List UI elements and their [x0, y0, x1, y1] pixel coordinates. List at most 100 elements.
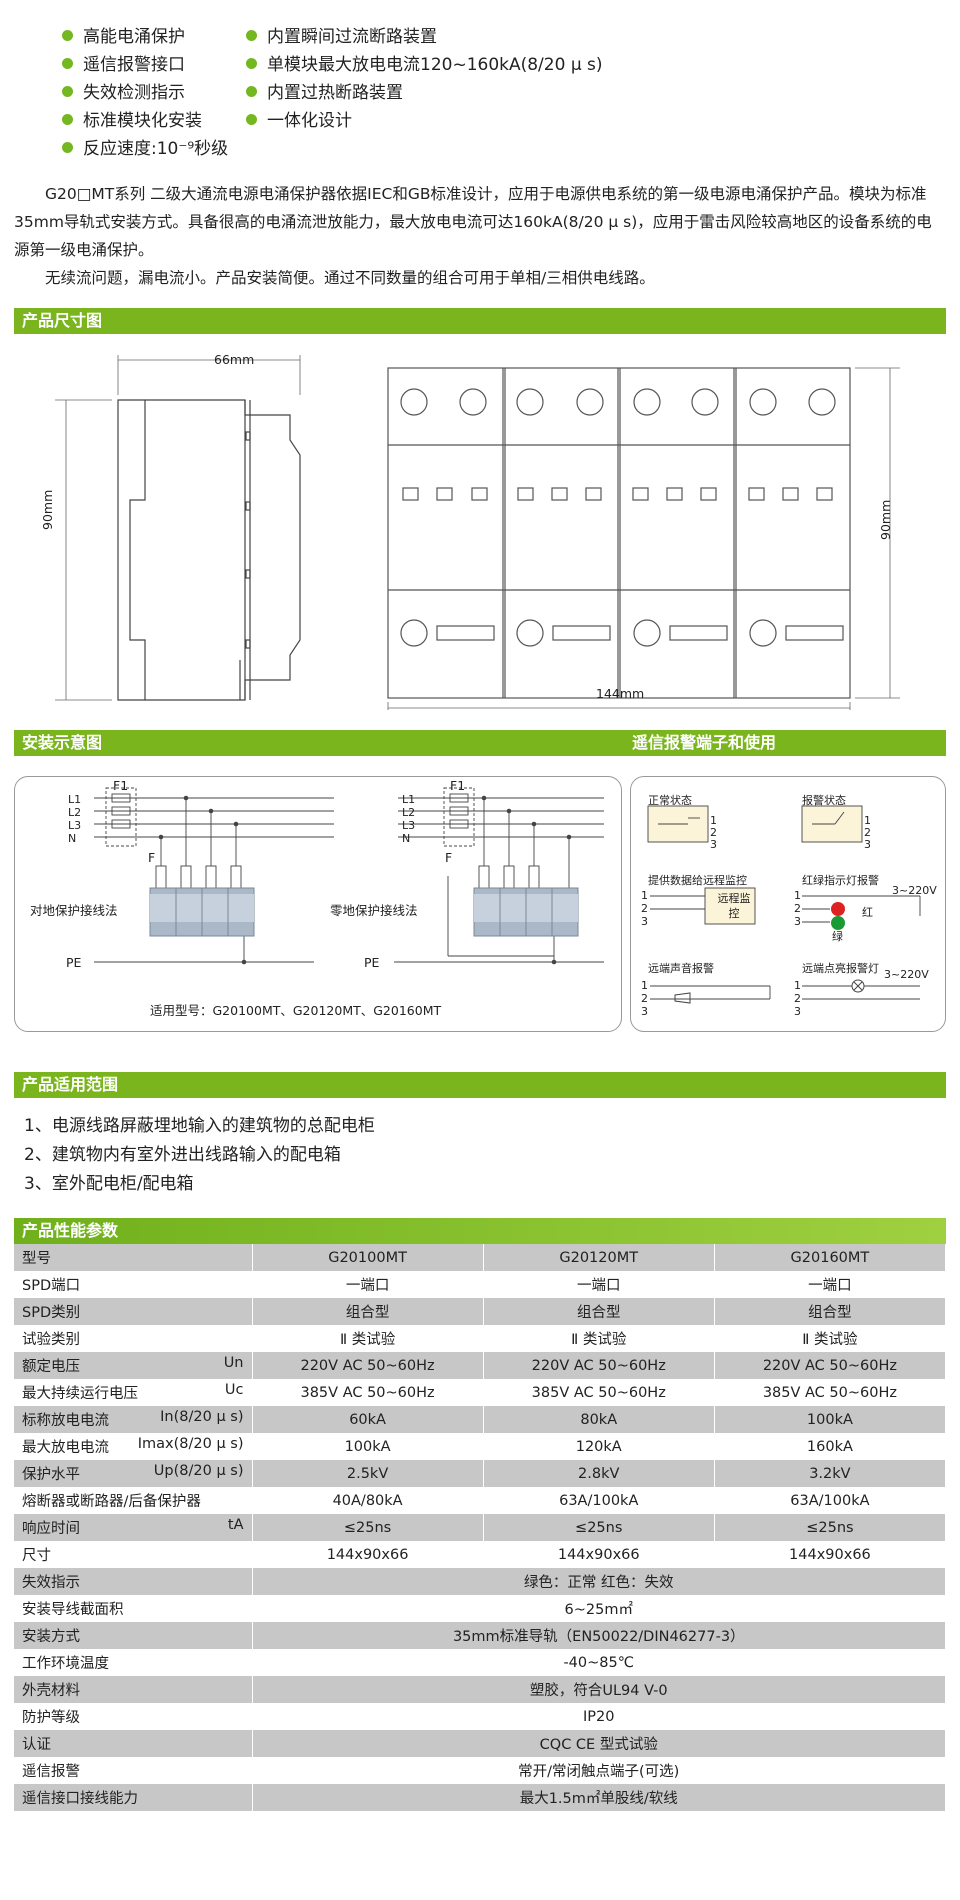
- spec-row: 熔断器或断路器/后备保护器 40A/80kA 63A/100kA 63A/100…: [14, 1487, 947, 1514]
- terminal-3-label: 3: [710, 838, 717, 851]
- spec-row: SPD类别 组合型 组合型 组合型: [14, 1298, 947, 1325]
- feature-item: 高能电涌保护: [62, 22, 185, 47]
- line-l3-label: L3: [68, 819, 82, 832]
- spec-label: SPD端口: [14, 1271, 253, 1298]
- section-header-install: 安装示意图: [14, 730, 624, 756]
- light-alarm-label: 远端点亮报警灯: [802, 962, 879, 975]
- spec-label: 遥信报警: [14, 1757, 253, 1784]
- spec-row: 安装导线截面积 6~25m㎡: [14, 1595, 946, 1622]
- spec-value: 220V AC 50~60Hz: [714, 1352, 947, 1379]
- section-header-dimensions: 产品尺寸图: [14, 308, 946, 334]
- spec-value: 385V AC 50~60Hz: [714, 1379, 947, 1406]
- line-l3-label: L3: [402, 819, 416, 832]
- spec-row: 失效指示 绿色：正常 红色：失效: [14, 1568, 946, 1595]
- terminal-1-label: 1: [641, 979, 648, 992]
- spec-label: 防护等级: [14, 1703, 253, 1730]
- dim-side-height: 90mm: [40, 489, 55, 530]
- bullet-icon: [62, 86, 73, 97]
- data-monitor-label: 提供数据给远程监控: [648, 874, 747, 887]
- spec-value: ≤25ns: [714, 1514, 947, 1541]
- line-n-label: N: [402, 832, 411, 845]
- bullet-icon: [246, 86, 257, 97]
- spec-value: 最大1.5m㎡单股线/软线: [252, 1784, 946, 1811]
- spec-value: ≤25ns: [483, 1514, 715, 1541]
- model-1-header: G20100MT: [252, 1244, 484, 1271]
- lamp-alarm-label: 红绿指示灯报警: [802, 874, 879, 887]
- spec-row: 遥信报警 常开/常闭触点端子(可选): [14, 1757, 946, 1784]
- spec-value: 385V AC 50~60Hz: [252, 1379, 484, 1406]
- feature-text: 失效检测指示: [83, 83, 185, 103]
- spec-value: 144x90x66: [483, 1541, 715, 1568]
- spec-value: 63A/100kA: [483, 1487, 715, 1514]
- remote-wiring: [647, 805, 921, 1004]
- models-label: 适用型号：G20100MT、G20120MT、G20160MT: [150, 1003, 442, 1018]
- light-voltage-label: 3~220V: [884, 968, 929, 981]
- spec-row: 认证 CQC CE 型式试验: [14, 1730, 946, 1757]
- remote-monitor-box: 远程监控: [717, 892, 751, 920]
- section-header-specs: 产品性能参数: [14, 1218, 946, 1244]
- spec-value: ≤25ns: [252, 1514, 484, 1541]
- model-2-header: G20120MT: [483, 1244, 715, 1271]
- terminal-3-label: 3: [641, 915, 648, 928]
- bullet-icon: [62, 58, 73, 69]
- model-3-header: G20160MT: [714, 1244, 947, 1271]
- spec-label: 熔断器或断路器/后备保护器: [14, 1487, 253, 1514]
- feature-text: 内置过热断路装置: [267, 83, 403, 103]
- spec-value: CQC CE 型式试验: [252, 1730, 946, 1757]
- feature-item: 失效检测指示: [62, 78, 185, 103]
- spec-value: 组合型: [714, 1298, 947, 1325]
- red-lamp-label: 红: [862, 906, 873, 919]
- intro-text: G20□MT系列 二级大通流电源电涌保护器依据IEC和GB标准设计，应用于电源供…: [14, 180, 944, 292]
- alarm-state-label: 报警状态: [802, 794, 846, 807]
- spec-value: 120kA: [483, 1433, 715, 1460]
- intro-paragraph: 无续流问题，漏电流小。产品安装简便。通过不同数量的组合可用于单相/三相供电线路。: [45, 269, 655, 287]
- terminal-1-label: 1: [794, 979, 801, 992]
- spec-value: 组合型: [483, 1298, 715, 1325]
- intro-paragraph: G20□MT系列 二级大通流电源电涌保护器依据IEC和GB标准设计，应用于电源供…: [14, 185, 932, 259]
- spec-value: -40~85℃: [252, 1649, 946, 1676]
- spec-value: 60kA: [252, 1406, 484, 1433]
- terminal-3-label: 3: [641, 1005, 648, 1018]
- spec-label: 外壳材料: [14, 1676, 253, 1703]
- feature-text: 高能电涌保护: [83, 27, 185, 47]
- spec-row: 外壳材料 塑胶，符合UL94 V-0: [14, 1676, 946, 1703]
- line-l1-label: L1: [402, 793, 416, 806]
- front-view: [387, 367, 851, 699]
- fuse-f-label: F: [148, 850, 156, 865]
- feature-text: 反应速度:10⁻⁹秒级: [83, 139, 229, 159]
- spec-value: Ⅱ 类试验: [252, 1325, 484, 1352]
- spec-value: 塑胶，符合UL94 V-0: [252, 1676, 946, 1703]
- spec-value: 绿色：正常 红色：失效: [252, 1568, 946, 1595]
- spec-label: 遥信接口接线能力: [14, 1784, 253, 1811]
- spec-value: 385V AC 50~60Hz: [483, 1379, 715, 1406]
- spec-row: 防护等级 IP20: [14, 1703, 946, 1730]
- spec-value: 144x90x66: [714, 1541, 947, 1568]
- terminal-2-label: 2: [864, 826, 871, 839]
- spec-value: 220V AC 50~60Hz: [252, 1352, 484, 1379]
- lamp-voltage-label: 3~220V: [892, 884, 937, 897]
- fuse-f-label: F: [445, 850, 453, 865]
- spec-value: 2.8kV: [483, 1460, 715, 1487]
- spec-value: 一端口: [714, 1271, 947, 1298]
- spec-row: 工作环境温度 -40~85℃: [14, 1649, 946, 1676]
- line-l2-label: L2: [402, 806, 416, 819]
- spec-label: 安装方式: [14, 1622, 253, 1649]
- spec-value: 100kA: [714, 1406, 947, 1433]
- application-list: 1、电源线路屏蔽埋地输入的建筑物的总配电柜 2、建筑物内有室外进出线路输入的配电…: [24, 1112, 375, 1199]
- terminal-1-label: 1: [641, 889, 648, 902]
- section-header-remote: 遥信报警端子和使用: [624, 730, 946, 756]
- spec-value: Ⅱ 类试验: [483, 1325, 715, 1352]
- spec-label: 认证: [14, 1730, 253, 1757]
- dim-front-height: 90mm: [878, 499, 893, 540]
- terminal-2-label: 2: [794, 902, 801, 915]
- spec-value: 35mm标准导轨（EN50022/DIN46277-3）: [252, 1622, 946, 1649]
- spec-table: 型号 G20100MT G20120MT G20160MT SPD端口 一端口 …: [14, 1244, 947, 1811]
